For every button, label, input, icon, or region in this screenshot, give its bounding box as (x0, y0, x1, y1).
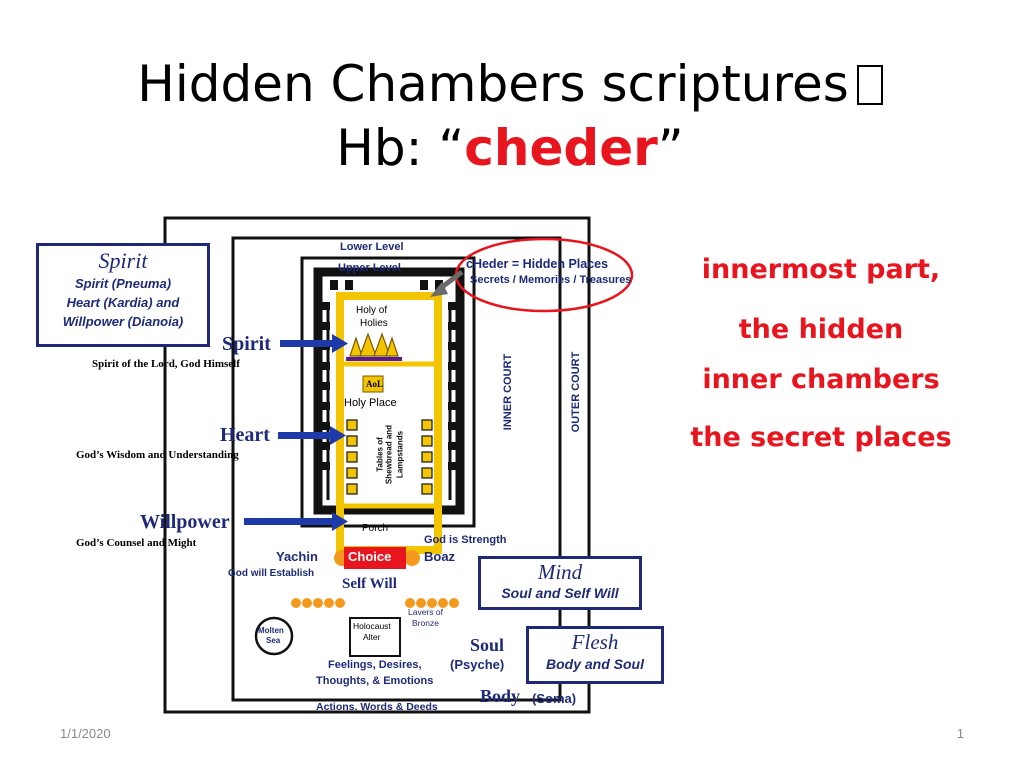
label-feelings-1: Feelings, Desires, (328, 659, 422, 671)
label-heart: Heart (220, 424, 270, 446)
label-aol: AoL (366, 379, 384, 389)
mind-box-line-1: Soul and Self Will (501, 585, 619, 601)
label-holocaust-2: Alter (363, 632, 381, 642)
temple-diagram-drawing (163, 216, 634, 714)
label-god-establish: God will Establish (228, 568, 315, 579)
label-self-will: Self Will (342, 576, 397, 592)
missing-glyph-icon (856, 65, 883, 105)
inner-court-wall (231, 236, 562, 702)
term-secret-places: the secret places (690, 422, 952, 453)
label-molten-1: Molten (258, 626, 284, 635)
flesh-box-line-1: Body and Soul (546, 656, 644, 672)
molten-sea-icon (254, 616, 294, 656)
label-psyche: (Psyche) (450, 657, 505, 672)
title-prefix: Hb: “ (336, 119, 465, 177)
lower-level-frame (300, 256, 476, 528)
callout-arrow-icon (430, 282, 448, 297)
label-holy-of-holies-1: Holy of (356, 305, 388, 316)
label-holy-place: Holy Place (344, 397, 397, 409)
label-actions: Actions, Words & Deeds (316, 701, 438, 713)
label-cheder-subtitle: Secrets / Memories / Treasures (470, 274, 632, 286)
temple-diagram: Lower Level Upper Level cHeder = Hidden … (30, 210, 678, 722)
label-soul: Soul (470, 635, 505, 655)
label-willpower: Willpower (140, 511, 230, 533)
title-keyword: cheder (464, 119, 658, 177)
spirit-box-title: Spirit (98, 248, 148, 273)
pillar-boaz-icon (404, 550, 420, 566)
flesh-box-title: Flesh (571, 630, 619, 654)
outer-court-wall (163, 216, 591, 714)
spirit-box-line-1: Spirit (Pneuma) (74, 276, 172, 291)
mind-box: Mind Soul and Self Will (478, 556, 642, 610)
tables-label-group: Tables of Shewbread and Lampstands (370, 422, 405, 494)
title-line-1: Hidden Chambers scriptures (137, 55, 849, 113)
caption-spirit: Spirit of the Lord, God Himself (92, 358, 240, 370)
label-boaz: Boaz (424, 549, 456, 564)
label-soma: (Soma) (532, 691, 577, 706)
label-god-strength: God is Strength (424, 534, 507, 546)
label-holocaust-1: Holocaust (353, 621, 391, 631)
caption-willpower: God’s Counsel and Might (76, 537, 197, 549)
lavers-icon (291, 598, 459, 608)
ark-icon (362, 375, 384, 393)
choice-block (344, 547, 406, 569)
label-tables-1: Tables of (375, 437, 385, 472)
label-lavers-2: Bronze (412, 618, 439, 628)
label-cheder-title: cHeder = Hidden Places (466, 257, 609, 271)
flesh-box: Flesh Body and Soul (526, 626, 664, 684)
lampstands-icon (346, 419, 433, 495)
label-outer-court: OUTER COURT (570, 351, 582, 433)
label-feelings-2: Thoughts, & Emotions (316, 675, 434, 687)
label-yachin: Yachin (276, 549, 318, 564)
label-tables-2: Shewbread and (384, 424, 394, 485)
title-suffix: ” (657, 119, 684, 177)
label-porch: Porch (362, 523, 389, 534)
spirit-box-line-3: Willpower (Dianoia) (62, 314, 184, 329)
mind-box-title: Mind (537, 560, 583, 584)
caption-heart: God’s Wisdom and Understanding (76, 449, 239, 461)
label-spirit: Spirit (222, 333, 271, 355)
label-choice: Choice (348, 549, 392, 564)
upper-level-chambers (313, 267, 465, 515)
label-tables-3: Lampstands (395, 430, 405, 479)
label-holy-of-holies-2: Holies (360, 318, 388, 329)
sanctuary-walls (336, 292, 442, 554)
footer-page-number: 1 (956, 726, 964, 741)
spirit-box-line-2: Heart (Kardia) and (66, 295, 180, 310)
label-inner-court: INNER COURT (502, 353, 514, 431)
term-innermost: innermost part, (701, 254, 941, 285)
term-inner-chambers: inner chambers (702, 364, 940, 395)
label-lower-level: Lower Level (340, 241, 404, 253)
label-upper-level: Upper Level (338, 262, 401, 274)
footer-date: 1/1/2020 (60, 726, 111, 741)
label-lavers-1: Lavers of (408, 607, 443, 617)
term-hidden: the hidden (738, 314, 904, 345)
label-body: Body (480, 686, 521, 706)
spirit-box: Spirit Spirit (Pneuma) Heart (Kardia) an… (36, 243, 210, 347)
cherubim-icon (349, 332, 399, 357)
slide-title: Hidden Chambers scriptures Hb: “cheder” (60, 52, 960, 180)
label-molten-2: Sea (266, 636, 281, 645)
altar-icon (349, 617, 401, 657)
